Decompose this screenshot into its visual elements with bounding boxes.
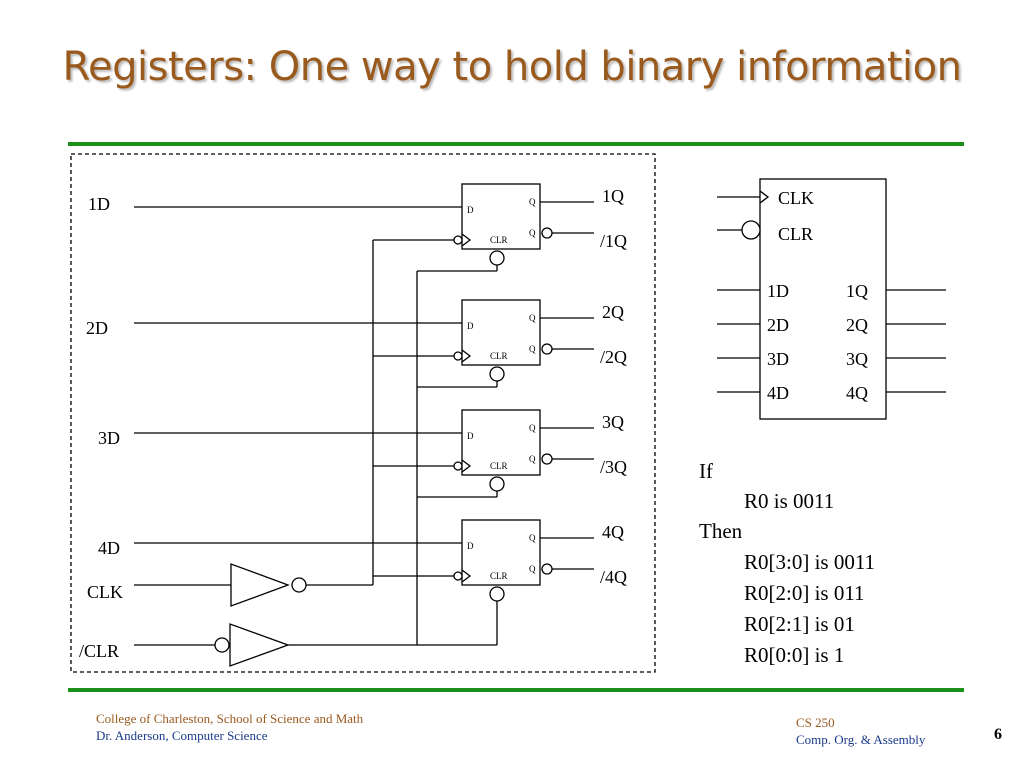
footer-school: College of Charleston, School of Science… (96, 711, 364, 726)
ff4-qbar-label: Q (529, 564, 536, 574)
output-label-1q: 1Q (602, 186, 624, 206)
bottom-divider (68, 688, 964, 692)
footer-left: College of Charleston, School of Science… (96, 710, 363, 744)
ff1-qbar-label: Q (529, 228, 536, 238)
example-then-line-2: R0[2:0] is 011 (744, 581, 865, 605)
flip-flop-1 (453, 183, 594, 266)
block-clk-label: CLK (778, 188, 814, 208)
footer-right: CS 250 Comp. Org. & Assembly (796, 714, 925, 748)
block-clr-label: CLR (778, 224, 813, 244)
footer-course: CS 250 (796, 715, 835, 730)
output-label-2q: 2Q (602, 302, 624, 322)
top-divider (68, 142, 964, 146)
block-input-1d: 1D (767, 281, 789, 301)
ff4-q-label: Q (529, 533, 536, 543)
input-label-2d: 2D (86, 318, 108, 338)
ff1-q-label: Q (529, 197, 536, 207)
ff2-d-label: D (467, 321, 474, 331)
ff3-d-label: D (467, 431, 474, 441)
output-label-3q: 3Q (602, 412, 624, 432)
example-if-line: R0 is 0011 (744, 489, 834, 513)
input-label-3d: 3D (98, 428, 120, 448)
block-output-3q: 3Q (846, 349, 868, 369)
ff2-clr-label: CLR (490, 351, 508, 361)
page-number: 6 (994, 726, 1002, 743)
input-label-4d: 4D (98, 538, 120, 558)
register-boundary (70, 153, 656, 673)
output-label-not-2q: /2Q (600, 347, 627, 367)
ff3-qbar-label: Q (529, 454, 536, 464)
ff2-q-label: Q (529, 313, 536, 323)
ff4-d-label: D (467, 541, 474, 551)
ff1-clr-label: CLR (490, 235, 508, 245)
input-label-1d: 1D (88, 194, 110, 214)
output-label-4q: 4Q (602, 522, 624, 542)
block-output-1q: 1Q (846, 281, 868, 301)
block-output-4q: 4Q (846, 383, 868, 403)
clk-label: CLK (87, 582, 123, 602)
flip-flop-2 (453, 299, 594, 382)
footer-instructor: Dr. Anderson, Computer Science (96, 728, 268, 743)
block-input-2d: 2D (767, 315, 789, 335)
flip-flop-4 (453, 519, 594, 602)
output-label-not-3q: /3Q (600, 457, 627, 477)
slide-title: Registers: One way to hold binary inform… (62, 44, 962, 90)
ff2-qbar-label: Q (529, 344, 536, 354)
example-then-line-3: R0[2:1] is 01 (744, 612, 855, 636)
ff3-q-label: Q (529, 423, 536, 433)
ff3-clr-label: CLR (490, 461, 508, 471)
flip-flop-3 (453, 409, 594, 492)
example-then: Then (699, 519, 743, 543)
ff4-clr-label: CLR (490, 571, 508, 581)
example-then-line-4: R0[0:0] is 1 (744, 643, 844, 667)
clr-label: /CLR (79, 641, 119, 661)
output-label-not-4q: /4Q (600, 567, 627, 587)
example-then-line-1: R0[3:0] is 0011 (744, 550, 875, 574)
block-input-3d: 3D (767, 349, 789, 369)
example-if: If (699, 459, 713, 483)
register-block-symbol (717, 178, 946, 420)
block-input-4d: 4D (767, 383, 789, 403)
footer-course-name: Comp. Org. & Assembly (796, 732, 926, 747)
ff1-d-label: D (467, 205, 474, 215)
block-output-2q: 2Q (846, 315, 868, 335)
output-label-not-1q: /1Q (600, 231, 627, 251)
